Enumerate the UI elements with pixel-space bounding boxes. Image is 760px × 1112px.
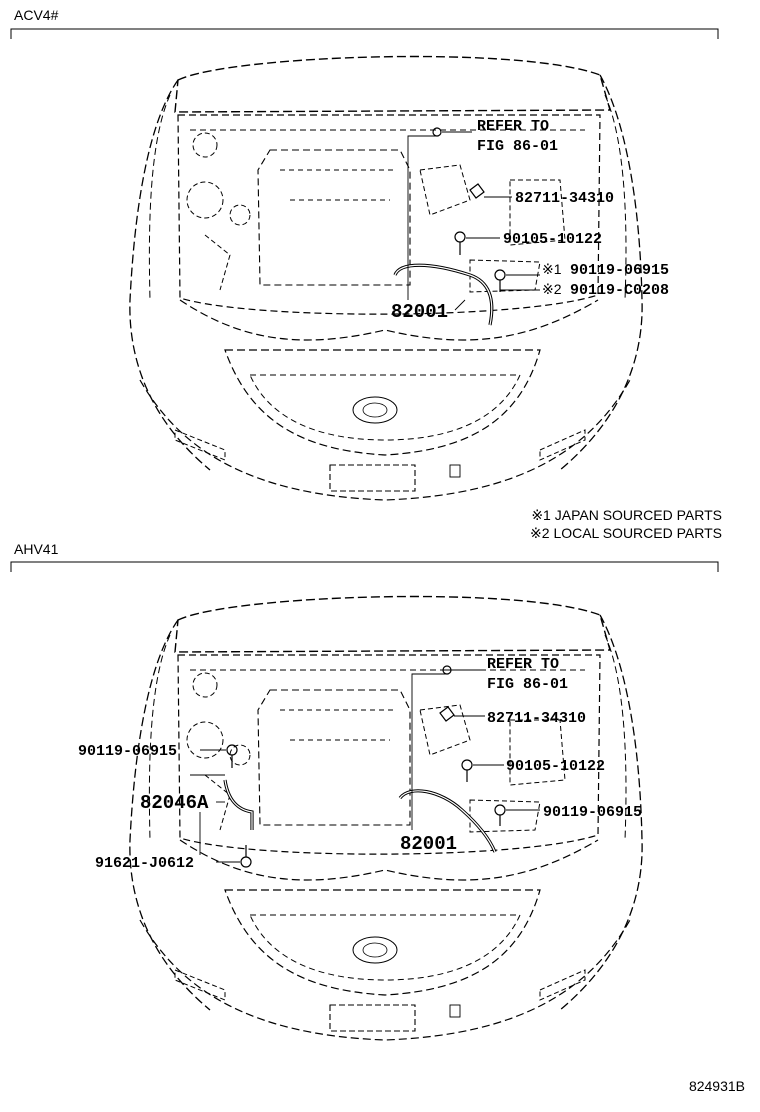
fastener-icons [226, 665, 506, 868]
label-refer-line2: FIG 86-01 [477, 138, 558, 155]
figure-id: 824931B [689, 1078, 745, 1094]
label-part-90105: 90105-10122 [506, 758, 605, 775]
section-bracket [10, 28, 719, 39]
section-title-ahv41: AHV41 [14, 541, 59, 557]
car-front-drawing [129, 55, 643, 501]
label-part-90105: 90105-10122 [503, 231, 602, 248]
label-mark-1: ※1 [542, 261, 562, 277]
section-title-acv4: ACV4# [14, 7, 59, 23]
label-part-82711: 82711-34310 [487, 710, 586, 727]
note-local: ※2 LOCAL SOURCED PARTS [530, 525, 722, 541]
label-part-91621: 91621-J0612 [95, 855, 194, 872]
label-part-90119-c0208: 90119-C0208 [570, 282, 669, 299]
label-part-90119-06915: 90119-06915 [570, 262, 669, 279]
label-refer-line2: FIG 86-01 [487, 676, 568, 693]
label-refer-line1: REFER TO [477, 118, 549, 135]
label-part-82711: 82711-34310 [515, 190, 614, 207]
note-japan: ※1 JAPAN SOURCED PARTS [531, 507, 722, 523]
leader-lines [190, 669, 540, 863]
wire-harness-82046a [223, 779, 254, 830]
label-refer-line1: REFER TO [487, 656, 559, 673]
label-mark-2: ※2 [542, 281, 562, 297]
label-part-90119-06915: 90119-06915 [543, 804, 642, 821]
label-part-82001: 82001 [391, 301, 448, 323]
label-part-82046a: 82046A [140, 792, 209, 814]
label-part-82001: 82001 [400, 833, 457, 855]
section-bracket [10, 561, 719, 572]
notes: ※1 JAPAN SOURCED PARTS ※2 LOCAL SOURCED … [530, 507, 722, 541]
section-acv4: ACV4# REFER TO FIG 86-01 82711-34310 901… [10, 7, 719, 501]
label-part-90119-06915-left: 90119-06915 [78, 743, 177, 760]
section-ahv41: AHV41 REF [10, 541, 719, 1041]
leader-lines [407, 131, 540, 311]
